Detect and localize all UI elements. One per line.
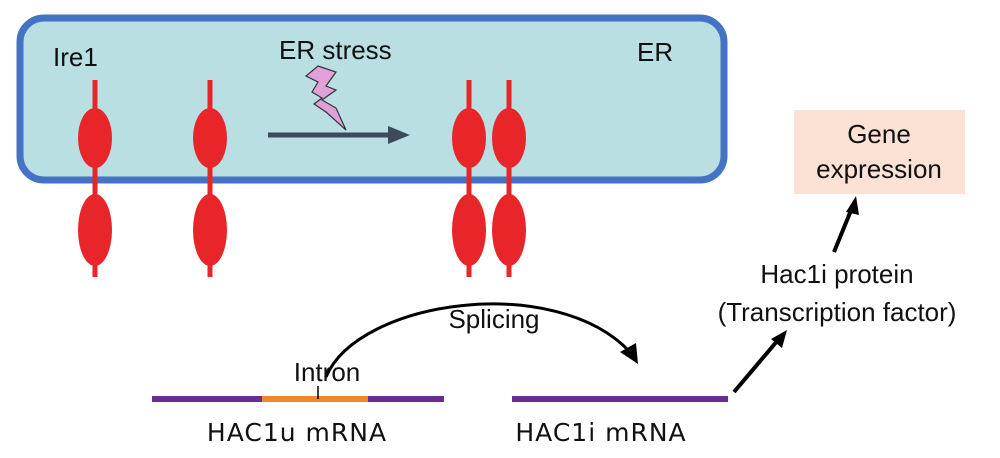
protein-role-label: (Transcription factor) bbox=[718, 297, 957, 327]
ire1-dimer bbox=[452, 80, 526, 277]
activation-arrow bbox=[268, 126, 410, 144]
intron-label: Intron bbox=[294, 357, 361, 387]
splicing-label: Splicing bbox=[448, 304, 539, 334]
lightning-icon bbox=[304, 65, 347, 131]
ire1-monomer-1 bbox=[78, 80, 112, 277]
protein-to-gene-arrow bbox=[832, 196, 859, 253]
hac1u-label: HAC1u mRNA bbox=[207, 418, 387, 447]
ire1-label: Ire1 bbox=[53, 42, 98, 72]
hac1i-label: HAC1i mRNA bbox=[515, 418, 686, 447]
gene-expression-line2: expression bbox=[816, 154, 942, 184]
splicing-arrow bbox=[324, 302, 638, 378]
mrna-to-protein-arrow bbox=[732, 330, 787, 394]
protein-name-label: Hac1i protein bbox=[760, 259, 913, 289]
hac1u-mrna bbox=[152, 386, 444, 402]
gene-expression-line1: Gene bbox=[847, 119, 911, 149]
er-label: ER bbox=[637, 37, 673, 67]
ire1-monomer-2 bbox=[193, 80, 227, 277]
er-stress-label: ER stress bbox=[279, 35, 392, 65]
gene-expression-box bbox=[794, 110, 965, 194]
